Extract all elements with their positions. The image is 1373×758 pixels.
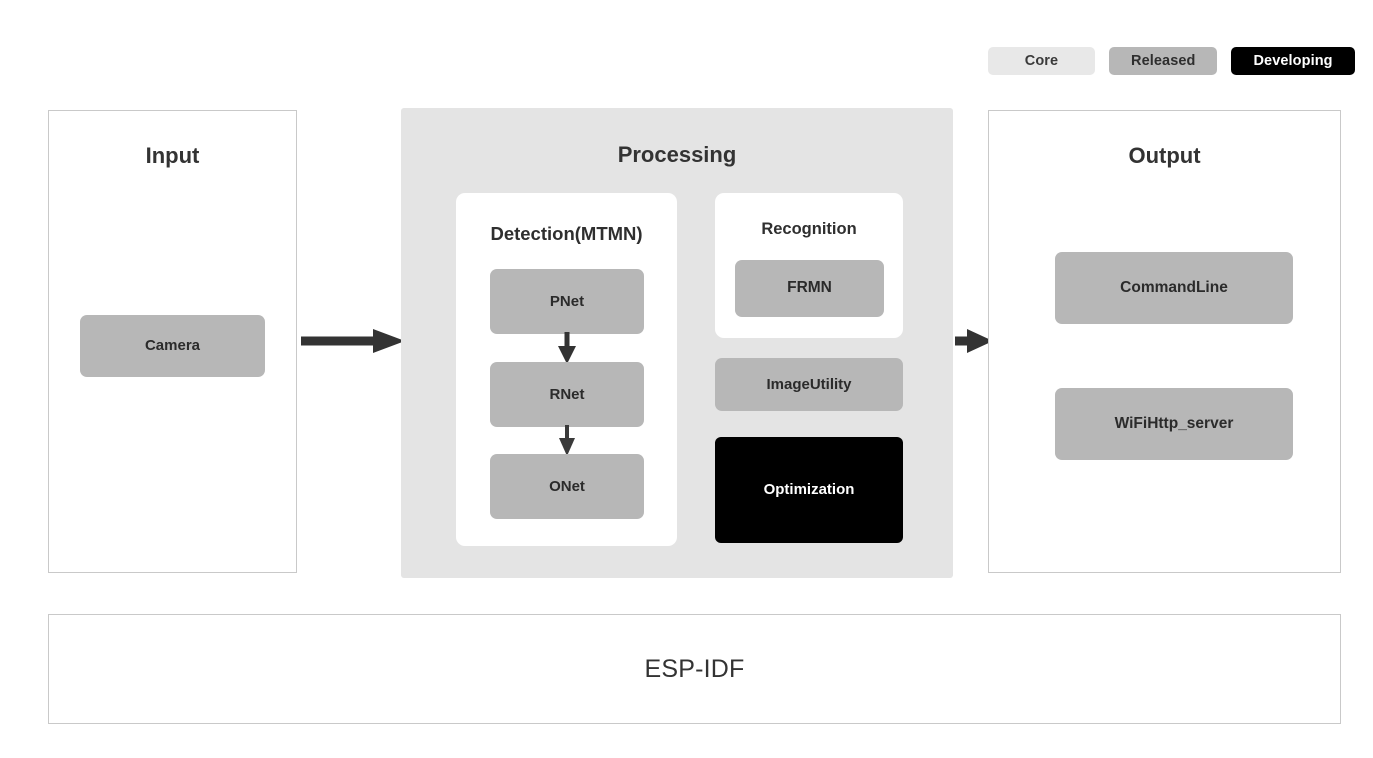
panel-detection-title: Detection(MTMN) (490, 223, 643, 244)
stage-processing-title: Processing (617, 142, 737, 167)
legend-badge-released: Released (1109, 47, 1218, 75)
panel-recognition: Recognition FRMN (715, 193, 903, 338)
stage-output: Output Command Line WiFi Http_server (988, 110, 1341, 573)
stage-output-title: Output (1128, 143, 1201, 168)
block-camera: Camera (80, 315, 265, 377)
stage-input-title: Input (145, 143, 200, 168)
block-pnet: PNet (490, 269, 644, 334)
status-legend: Core Released Developing (988, 47, 1355, 75)
stage-input: Input Camera (48, 110, 297, 573)
block-image-utility: Image Utility (715, 358, 903, 411)
block-optimization: Optimization (715, 437, 903, 543)
arrow-pnet-to-rnet (558, 332, 576, 364)
foundation-esp-idf: ESP-IDF (48, 614, 1341, 724)
arrow-processing-to-output (955, 329, 993, 353)
foundation-label: ESP-IDF (644, 654, 745, 683)
block-wifi-http-server: WiFi Http_server (1055, 388, 1293, 460)
panel-detection: Detection(MTMN) PNet RNet ONet (456, 193, 677, 546)
arrow-rnet-to-onet (559, 425, 575, 456)
block-rnet: RNet (490, 362, 644, 427)
block-frmn: FRMN (735, 260, 884, 317)
panel-recognition-title: Recognition (761, 220, 857, 238)
block-onet: ONet (490, 454, 644, 519)
block-command-line-line2: Line (1195, 278, 1228, 296)
stage-processing: Processing Detection(MTMN) PNet RNet ONe… (401, 108, 953, 578)
block-wifi-http-server-line1: WiFi (1114, 414, 1148, 432)
block-image-utility-line1: Image (766, 375, 810, 393)
block-command-line-line1: Command (1120, 278, 1196, 296)
block-wifi-http-server-line2: Http_server (1147, 414, 1234, 432)
block-command-line: Command Line (1055, 252, 1293, 324)
arrow-input-to-processing (301, 329, 405, 353)
legend-badge-developing: Developing (1231, 47, 1355, 75)
legend-badge-core: Core (988, 47, 1095, 75)
block-image-utility-line2: Utility (809, 375, 852, 393)
